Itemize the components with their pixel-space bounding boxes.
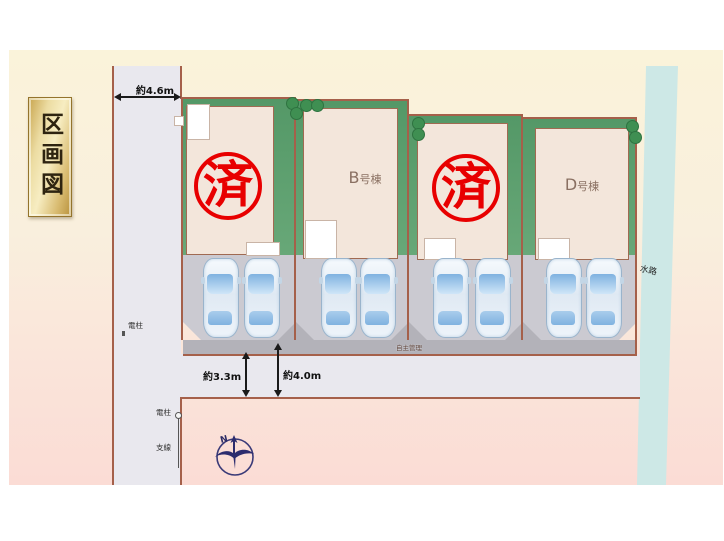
guy-wire-line [178, 418, 179, 468]
road-edge-line [180, 66, 182, 99]
lot-a-porch [187, 104, 210, 140]
lot-boundary [521, 114, 523, 340]
private-road-label: 自主管理 [396, 344, 422, 352]
lot-boundary [294, 97, 296, 340]
guy-wire-label: 支線 [156, 443, 171, 452]
car-mirror [237, 277, 241, 284]
car-icon [584, 258, 624, 338]
car-mirror [319, 277, 323, 284]
car-rear-window [365, 311, 389, 325]
car-mirror [394, 277, 398, 284]
car-mirror [473, 277, 477, 284]
car-windshield [325, 274, 351, 294]
lot-a-gate-marker [174, 116, 184, 126]
compass-north-label: N [219, 434, 229, 446]
plan-title-text: 区画図 [37, 112, 63, 202]
car-mirror [544, 277, 548, 284]
car-mirror [242, 277, 246, 284]
depth-label-2: 約4.0m [283, 371, 322, 382]
road-width-label: 約4.6m [135, 86, 175, 97]
depth-label-1: 約3.3m [203, 372, 242, 383]
car-windshield [590, 274, 616, 294]
road-edge-line [112, 66, 114, 485]
car-icon [242, 258, 282, 338]
car-rear-window [208, 311, 232, 325]
car-mirror [509, 277, 513, 284]
car-mirror [431, 277, 435, 284]
lot-b-label: B号棟 [330, 168, 400, 187]
lot-d-suffix: 号棟 [577, 180, 600, 193]
private-road-band [183, 340, 637, 356]
car-windshield [437, 274, 463, 294]
lot-boundary [181, 97, 183, 340]
car-mirror [358, 277, 362, 284]
compass-rose: N [208, 429, 260, 481]
car-icon [473, 258, 513, 338]
car-icon [431, 258, 471, 338]
lot-d-label: D号棟 [547, 175, 617, 194]
car-mirror [355, 277, 359, 284]
lot-b-letter: B [348, 168, 360, 187]
lot-boundary [407, 99, 409, 340]
sold-stamp-lot-a: 済 [194, 152, 262, 220]
car-rear-window [480, 311, 504, 325]
side-road [181, 354, 640, 399]
tree-icon [311, 99, 324, 112]
sold-stamp-lot-c: 済 [432, 154, 500, 222]
car-rear-window [326, 311, 350, 325]
arrowhead [274, 343, 282, 350]
car-rear-window [591, 311, 615, 325]
car-icon [201, 258, 241, 338]
car-icon [544, 258, 584, 338]
arrowhead [242, 390, 250, 397]
arrowhead [174, 93, 181, 101]
lot-a-terrace [246, 242, 280, 256]
north-arrow-icon: N [215, 434, 254, 476]
car-icon [319, 258, 359, 338]
lot-d-letter: D [564, 175, 578, 194]
arrowhead [114, 93, 121, 101]
car-mirror [278, 277, 282, 284]
lot-c-porch [424, 238, 456, 260]
car-icon [358, 258, 398, 338]
car-windshield [248, 274, 274, 294]
utility-pole-mark [122, 331, 125, 336]
lot-boundary [635, 117, 637, 356]
car-rear-window [438, 311, 462, 325]
plan-title-badge: 区画図 [28, 97, 72, 217]
car-mirror [620, 277, 624, 284]
utility-pole-label: 電柱 [128, 321, 143, 330]
tree-icon [290, 107, 303, 120]
lot-d-porch [538, 238, 570, 260]
car-windshield [550, 274, 576, 294]
dimension-arrow-line [245, 355, 247, 395]
front-road [113, 66, 181, 485]
car-mirror [467, 277, 471, 284]
tree-icon [412, 128, 425, 141]
arrowhead [242, 352, 250, 359]
tree-icon [629, 131, 642, 144]
dimension-arrow-line [277, 346, 279, 395]
car-mirror [580, 277, 584, 284]
arrowhead [274, 390, 282, 397]
utility-pole2-label: 電柱 [156, 408, 171, 417]
car-windshield [364, 274, 390, 294]
lot-b-porch [305, 220, 337, 259]
car-windshield [479, 274, 505, 294]
car-mirror [201, 277, 205, 284]
car-windshield [207, 274, 233, 294]
lot-b-suffix: 号棟 [359, 173, 382, 186]
road-edge-line [180, 397, 182, 485]
car-rear-window [551, 311, 575, 325]
car-mirror [584, 277, 588, 284]
dimension-arrow-line [118, 96, 176, 98]
car-rear-window [249, 311, 273, 325]
